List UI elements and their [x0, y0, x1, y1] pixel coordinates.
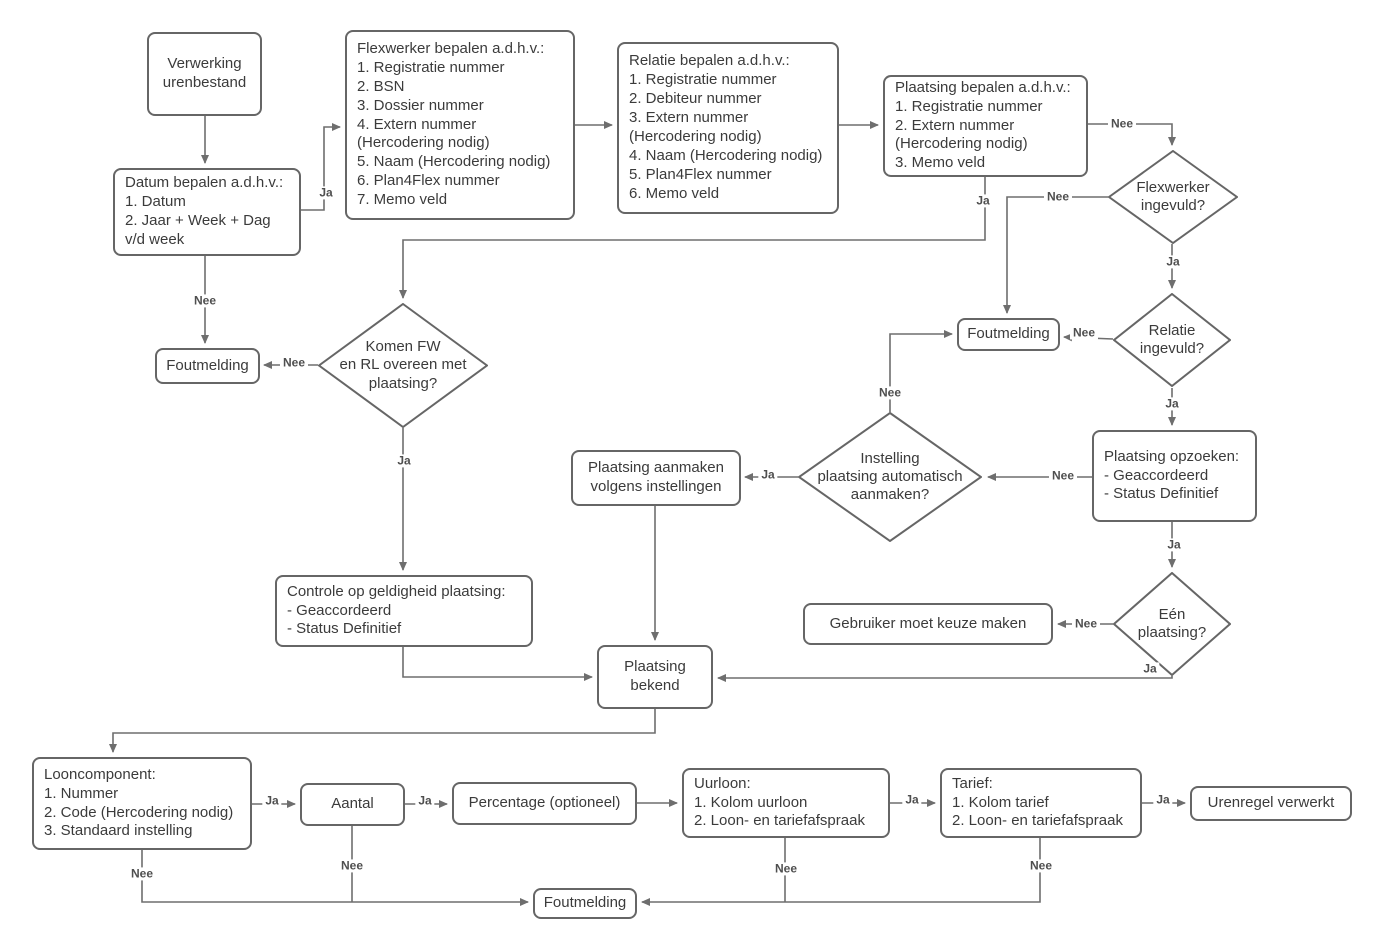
node-tarief: Tarief: 1. Kolom tarief 2. Loon- en tari… [940, 768, 1142, 838]
edge-label-nee: Nee [875, 386, 905, 400]
diamond-shape [1108, 150, 1238, 244]
diamond-shape [1113, 572, 1231, 676]
edge-label-nee: Nee [1107, 117, 1137, 131]
edge-tarief-foutmelding-bottom [641, 838, 1041, 906]
edge-label-ja: Ja [316, 186, 336, 200]
diamond-shape [1113, 293, 1231, 387]
edge-een-plaatsing-plaatsing-bekend [717, 674, 1173, 682]
edge-label-nee: Nee [337, 859, 367, 873]
edge-label-ja: Ja [1162, 397, 1182, 411]
diamond-shape [318, 303, 488, 428]
decision-instelling-automatisch: Instelling plaatsing automatisch aanmake… [798, 412, 982, 542]
node-uurloon: Uurloon: 1. Kolom uurloon 2. Loon- en ta… [682, 768, 890, 838]
edge-label-ja: Ja [1153, 793, 1173, 807]
edge-label-nee: Nee [1026, 859, 1056, 873]
edge-datum-flexwerker [301, 123, 341, 211]
edge-label-nee: Nee [1048, 469, 1078, 483]
edge-label-nee: Nee [1043, 190, 1073, 204]
edge-label-nee: Nee [1069, 326, 1099, 340]
edge-plaatsing-bekend-looncomponent [109, 709, 656, 753]
edge-label-ja: Ja [1140, 662, 1160, 676]
node-plaatsing-bepalen: Plaatsing bepalen a.d.h.v.: 1. Registrat… [883, 75, 1088, 177]
edge-label-ja: Ja [415, 794, 435, 808]
edge-label-ja: Ja [1164, 538, 1184, 552]
node-datum-bepalen: Datum bepalen a.d.h.v.: 1. Datum 2. Jaar… [113, 168, 301, 256]
decision-relatie-ingevuld: Relatie ingevuld? [1113, 293, 1231, 387]
edge-label-ja: Ja [262, 794, 282, 808]
edge-label-ja: Ja [902, 793, 922, 807]
node-plaatsing-bekend: Plaatsing bekend [597, 645, 713, 709]
edge-plaatsing-bepalen-komen-fw [399, 177, 986, 299]
edge-label-nee: Nee [127, 867, 157, 881]
edge-label-ja: Ja [758, 468, 778, 482]
node-relatie-bepalen: Relatie bepalen a.d.h.v.: 1. Registratie… [617, 42, 839, 214]
edge-label-nee: Nee [771, 862, 801, 876]
node-plaatsing-aanmaken: Plaatsing aanmaken volgens instellingen [571, 450, 741, 506]
node-urenregel-verwerkt: Urenregel verwerkt [1190, 786, 1352, 821]
node-foutmelding-right: Foutmelding [957, 318, 1060, 351]
node-foutmelding-left: Foutmelding [155, 348, 260, 384]
edge-label-ja: Ja [1163, 255, 1183, 269]
node-percentage: Percentage (optioneel) [452, 782, 637, 825]
edge-label-nee: Nee [279, 356, 309, 370]
edge-controle-plaatsing-bekend [402, 647, 593, 681]
edge-label-nee: Nee [190, 294, 220, 308]
node-controle-geldigheid: Controle op geldigheid plaatsing: - Geac… [275, 575, 533, 647]
decision-een-plaatsing: Eén plaatsing? [1113, 572, 1231, 676]
node-aantal: Aantal [300, 783, 405, 826]
edge-label-nee: Nee [1071, 617, 1101, 631]
node-foutmelding-bottom: Foutmelding [533, 888, 637, 919]
edge-instelling-foutmelding-right [889, 330, 953, 412]
decision-komen-fw-rl-overeen: Komen FW en RL overeen met plaatsing? [318, 303, 488, 428]
node-plaatsing-opzoeken: Plaatsing opzoeken: - Geaccordeerd - Sta… [1092, 430, 1257, 522]
node-verwerking-urenbestand: Verwerking urenbestand [147, 32, 262, 116]
edge-looncomponent-foutmelding-bottom [141, 850, 529, 906]
node-flexwerker-bepalen: Flexwerker bepalen a.d.h.v.: 1. Registra… [345, 30, 575, 220]
edge-label-ja: Ja [973, 194, 993, 208]
decision-flexwerker-ingevuld: Flexwerker ingevuld? [1108, 150, 1238, 244]
edge-label-ja: Ja [394, 454, 414, 468]
node-gebruiker-keuze: Gebruiker moet keuze maken [803, 603, 1053, 645]
diamond-shape [798, 412, 982, 542]
node-looncomponent: Looncomponent: 1. Nummer 2. Code (Hercod… [32, 757, 252, 850]
edge-flexwerker-ingevuld-foutmelding-right [1003, 196, 1108, 314]
